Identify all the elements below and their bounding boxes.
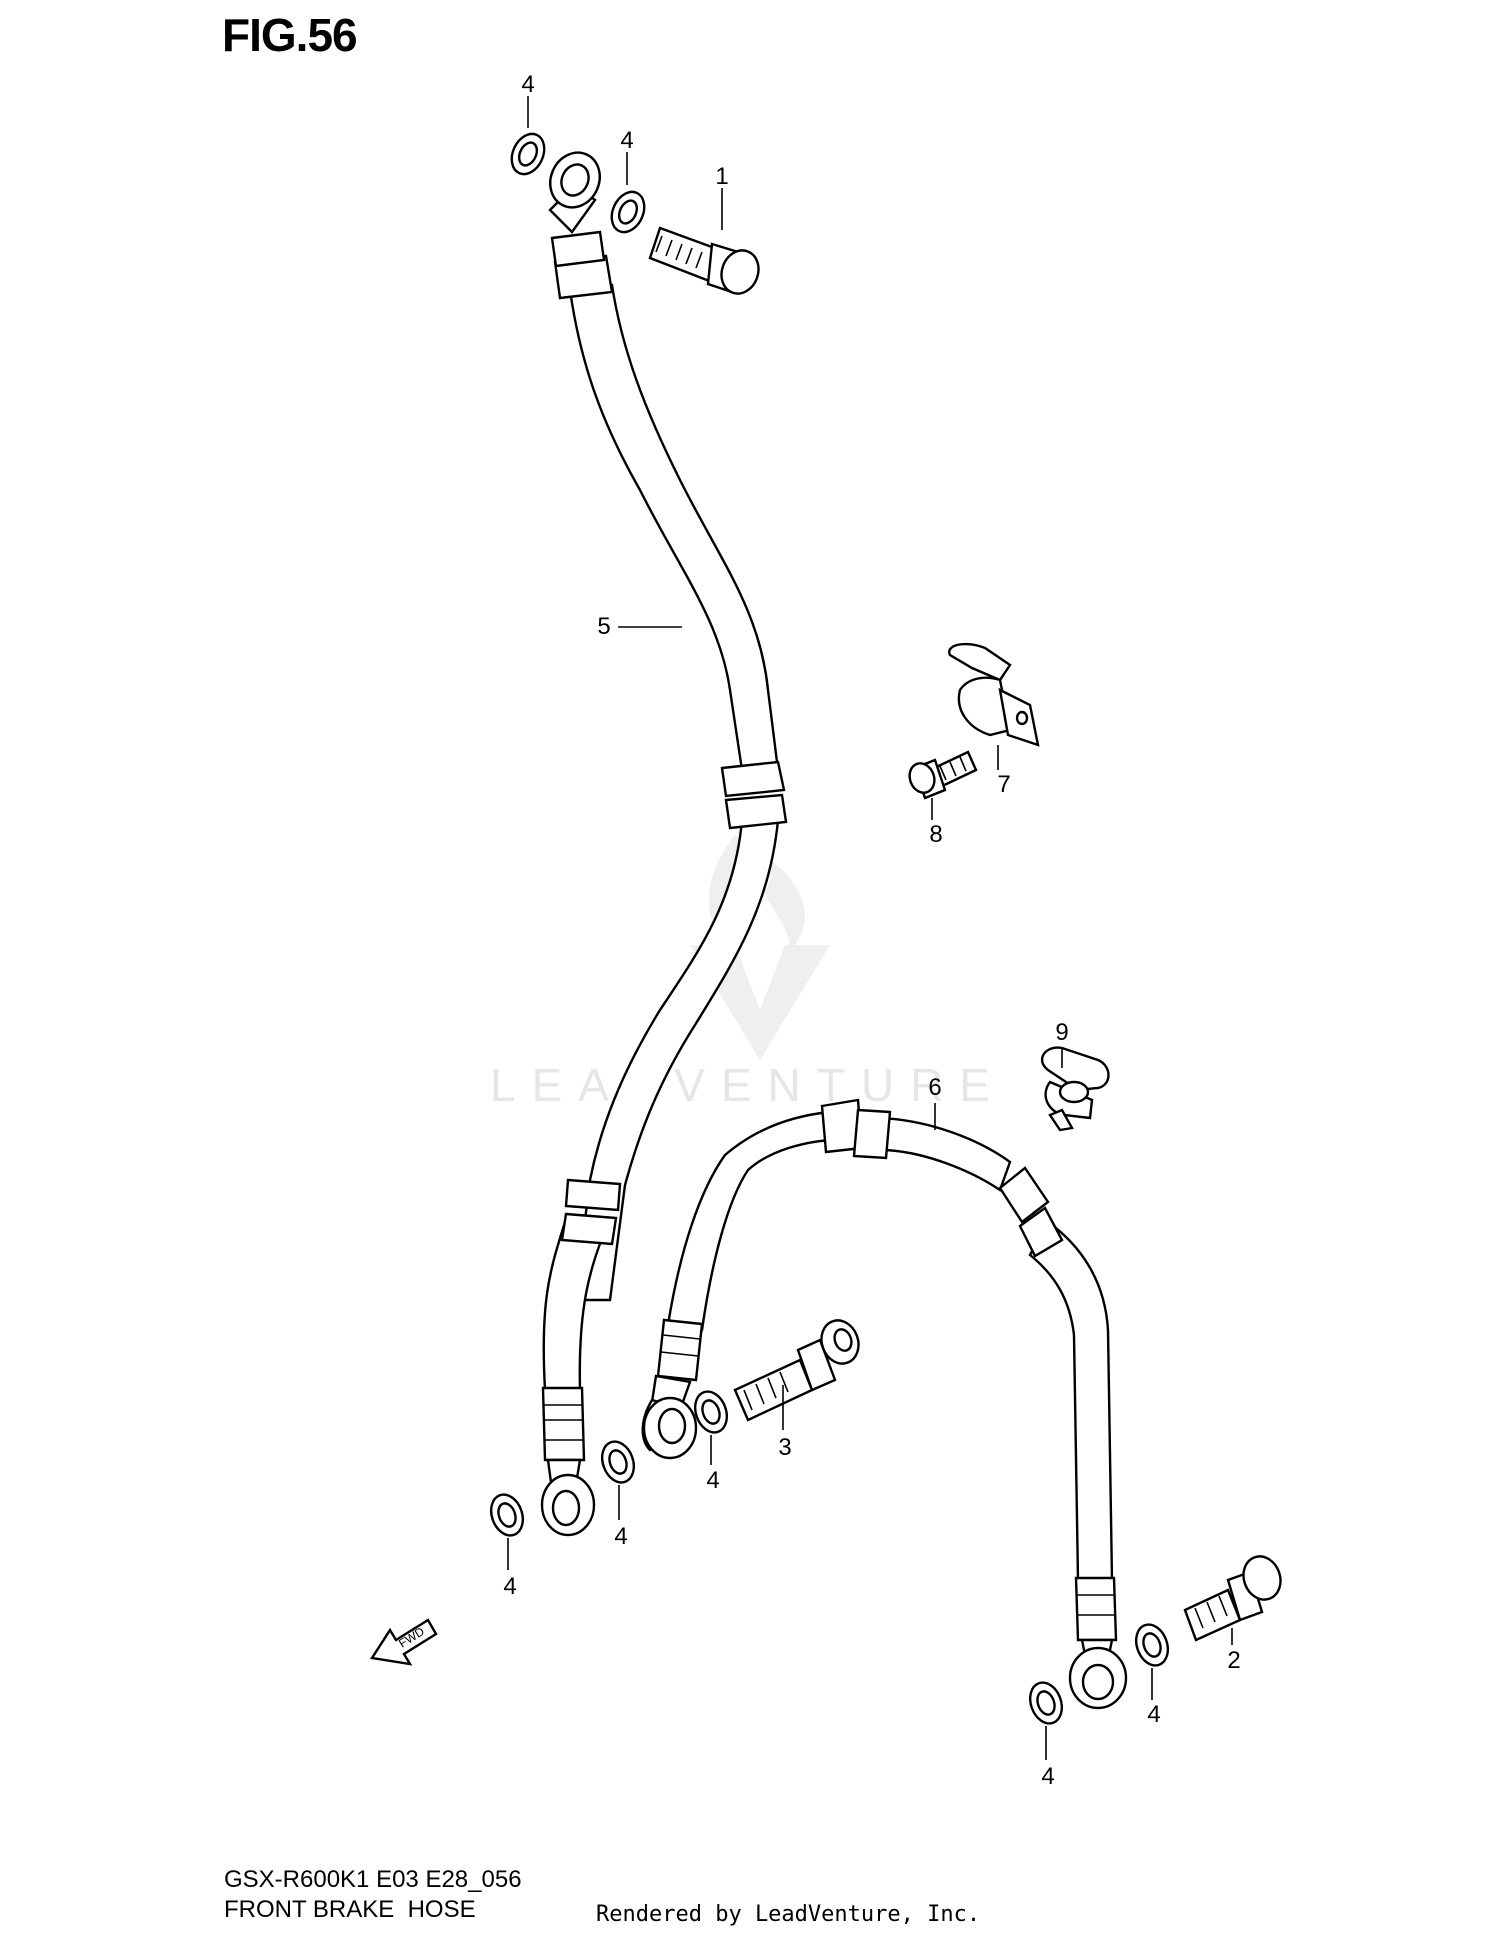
lower-brake-hose xyxy=(641,1098,1128,1710)
washer-icon xyxy=(600,1440,636,1484)
callout-1: 1 xyxy=(715,163,728,190)
callout-4: 4 xyxy=(503,1573,516,1600)
model-code: GSX-R600K1 E03 E28_056 xyxy=(224,1866,522,1893)
callout-4: 4 xyxy=(1041,1763,1054,1790)
callout-9: 9 xyxy=(1055,1019,1068,1046)
render-credit: Rendered by LeadVenture, Inc. xyxy=(596,1902,981,1927)
washer-icon xyxy=(693,1390,729,1434)
callout-6: 6 xyxy=(928,1074,941,1101)
callout-4: 4 xyxy=(614,1523,627,1550)
callout-4: 4 xyxy=(521,71,534,98)
callout-8: 8 xyxy=(929,821,942,848)
washer-icon xyxy=(610,190,646,234)
washer-icon xyxy=(489,1493,525,1537)
callout-4: 4 xyxy=(706,1467,719,1494)
section-name: FRONT BRAKE HOSE xyxy=(224,1896,476,1923)
callout-2: 2 xyxy=(1227,1647,1240,1674)
union-bolt-middle xyxy=(733,1319,860,1422)
callout-7: 7 xyxy=(997,771,1010,798)
washer-icon xyxy=(510,132,546,176)
callout-5: 5 xyxy=(597,613,610,640)
hose-clamp-bracket xyxy=(948,642,1040,747)
union-bolt-lower xyxy=(1183,1555,1282,1642)
callout-3: 3 xyxy=(778,1434,791,1461)
upper-brake-hose xyxy=(540,151,788,1537)
callout-4: 4 xyxy=(620,127,633,154)
callout-leaders xyxy=(507,96,1233,1760)
washer-icon xyxy=(1134,1623,1170,1667)
union-bolt-upper xyxy=(648,226,760,295)
figure-title: FIG.56 xyxy=(222,9,358,61)
clamp-bolt xyxy=(908,750,978,800)
callout-4: 4 xyxy=(1147,1701,1160,1728)
watermark-text: LEADVENTURE xyxy=(490,1059,1006,1111)
washer-icon xyxy=(1028,1681,1064,1725)
forward-direction-arrow-icon: FWD xyxy=(369,1618,438,1666)
washer-group xyxy=(489,132,1170,1725)
hose-clip xyxy=(1041,1046,1110,1132)
